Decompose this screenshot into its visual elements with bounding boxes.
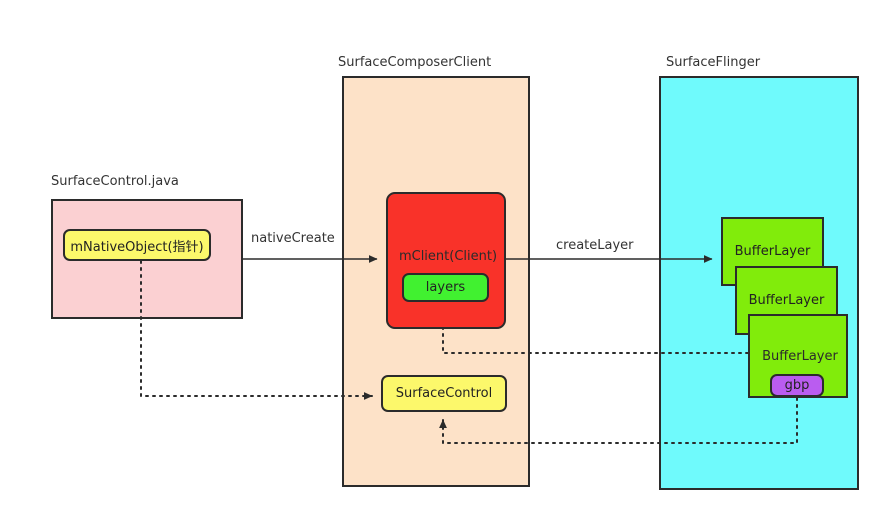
node-surfacecontrol[interactable]: SurfaceControl	[381, 375, 507, 412]
node-label-bufferlayer-3: BufferLayer	[762, 349, 838, 364]
node-label-surfacecontrol: SurfaceControl	[395, 386, 493, 401]
node-label-mnativeobject: mNativeObject(指针)	[70, 239, 204, 255]
node-label-mclient: mClient(Client)	[398, 249, 498, 264]
node-label-bufferlayer-1: BufferLayer	[734, 244, 811, 259]
node-gbp[interactable]: gbp	[770, 374, 824, 397]
zone-label-surfaceflinger: SurfaceFlinger	[666, 55, 761, 70]
zone-label-surfacecontrol-java: SurfaceControl.java	[51, 174, 179, 189]
node-label-bufferlayer-2: BufferLayer	[748, 293, 825, 308]
edge-label-nativecreate: nativeCreate	[251, 231, 335, 246]
node-mclient[interactable]: mClient(Client)	[386, 192, 506, 329]
node-label-gbp: gbp	[784, 378, 810, 393]
node-label-layers: layers	[425, 280, 466, 295]
edge-label-createlayer: createLayer	[556, 238, 634, 253]
node-mnativeobject[interactable]: mNativeObject(指针)	[63, 229, 211, 261]
zone-label-surfacecomposerclient: SurfaceComposerClient	[338, 55, 492, 70]
node-layers[interactable]: layers	[402, 273, 489, 302]
